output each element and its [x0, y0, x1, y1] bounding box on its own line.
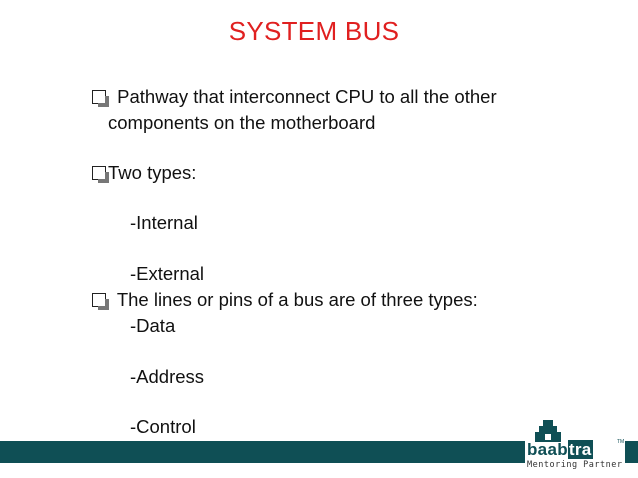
baabtra-logo: baabtra TM Mentoring Partner: [525, 412, 625, 472]
slide-title: SYSTEM BUS: [228, 16, 400, 46]
logo-trademark: TM: [617, 439, 625, 445]
logo-tagline: Mentoring Partner: [527, 460, 623, 470]
bullet-1: Pathway that interconnect CPU to all the…: [92, 84, 497, 110]
bullet-1-line2: components on the motherboard: [108, 112, 376, 133]
subitem-address: -Address: [130, 366, 205, 387]
checkbox-bullet-icon: [92, 166, 109, 183]
subitem-data: -Data: [130, 315, 176, 336]
subitem-external: -External: [130, 263, 205, 284]
checkbox-bullet-icon: [92, 90, 109, 107]
bullet-1-line1: Pathway that interconnect CPU to all the…: [117, 86, 497, 107]
bullet-3-text: The lines or pins of a bus are of three …: [116, 289, 478, 310]
bullet-2: Two types:: [92, 160, 196, 186]
footer-strip: [0, 463, 638, 478]
subitem-internal: -Internal: [130, 212, 198, 233]
subitem-control: -Control: [130, 416, 196, 437]
bullet-2-text: Two types:: [108, 162, 197, 183]
checkbox-bullet-icon: [92, 293, 109, 310]
logo-wordmark: baabtra: [527, 440, 593, 459]
footer-bar: [0, 441, 638, 463]
bullet-3: The lines or pins of a bus are of three …: [92, 287, 478, 313]
logo-mark-icon: [535, 420, 561, 442]
